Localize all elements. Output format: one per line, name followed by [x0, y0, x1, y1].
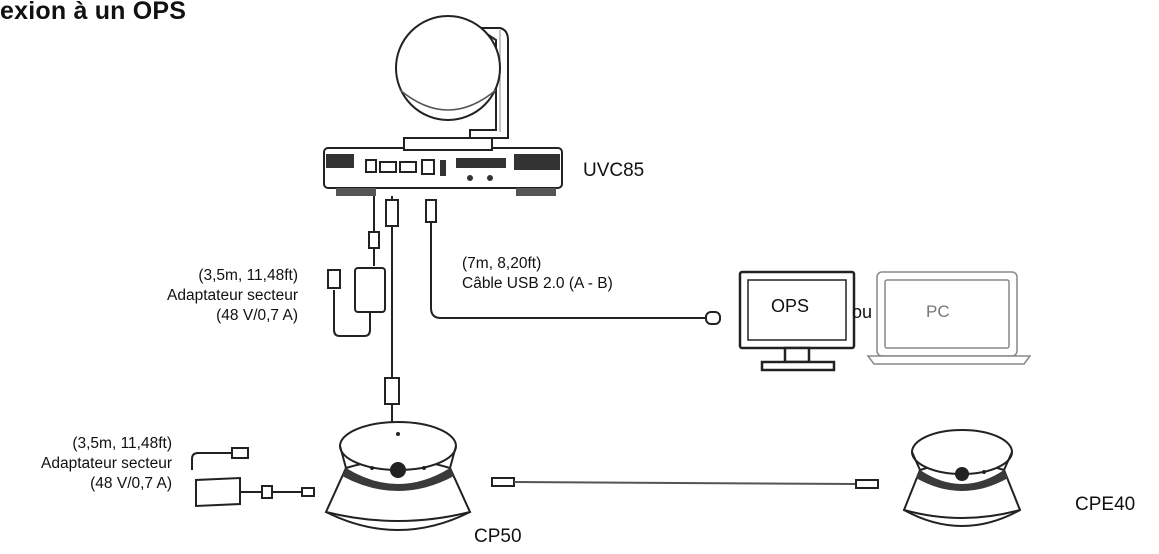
cp50-label: CP50	[474, 526, 522, 547]
pc-screen-label: PC	[926, 302, 950, 321]
camera-cables	[368, 196, 721, 422]
uvc85-camera-icon	[323, 15, 563, 196]
cpe40-speaker-icon	[902, 429, 1022, 527]
pc-laptop-icon	[866, 271, 1032, 365]
cp50-speaker-icon	[324, 421, 472, 531]
adapter-bottom-length: (3,5m, 11,48ft)	[72, 435, 172, 452]
adapter-top-rating: (48 V/0,7 A)	[216, 307, 298, 324]
ops-screen-label: OPS	[771, 296, 810, 316]
usb-cable-type: Câble USB 2.0 (A - B)	[462, 275, 613, 292]
page-title: exion à un OPS	[0, 0, 187, 25]
uvc85-label: UVC85	[583, 160, 645, 181]
adapter-bottom-rating: (48 V/0,7 A)	[90, 475, 172, 492]
adapter-bottom-label: (3,5m, 11,48ft) Adaptateur secteur (48 V…	[0, 434, 172, 494]
power-adapter-bottom-icon	[191, 447, 315, 508]
adapter-top-name: Adaptateur secteur	[167, 287, 298, 304]
adapter-top-length: (3,5m, 11,48ft)	[198, 267, 298, 284]
power-adapter-top-icon	[327, 267, 386, 337]
speaker-link-cable	[491, 477, 879, 489]
or-separator: ou	[852, 302, 873, 322]
ops-monitor-icon	[738, 270, 856, 372]
adapter-bottom-name: Adaptateur secteur	[41, 455, 172, 472]
usb-cable-label: (7m, 8,20ft) Câble USB 2.0 (A - B)	[462, 254, 613, 294]
usb-cable-length: (7m, 8,20ft)	[462, 255, 542, 272]
adapter-top-label: (3,5m, 11,48ft) Adaptateur secteur (48 V…	[120, 266, 298, 326]
cpe40-label: CPE40	[1075, 494, 1136, 515]
